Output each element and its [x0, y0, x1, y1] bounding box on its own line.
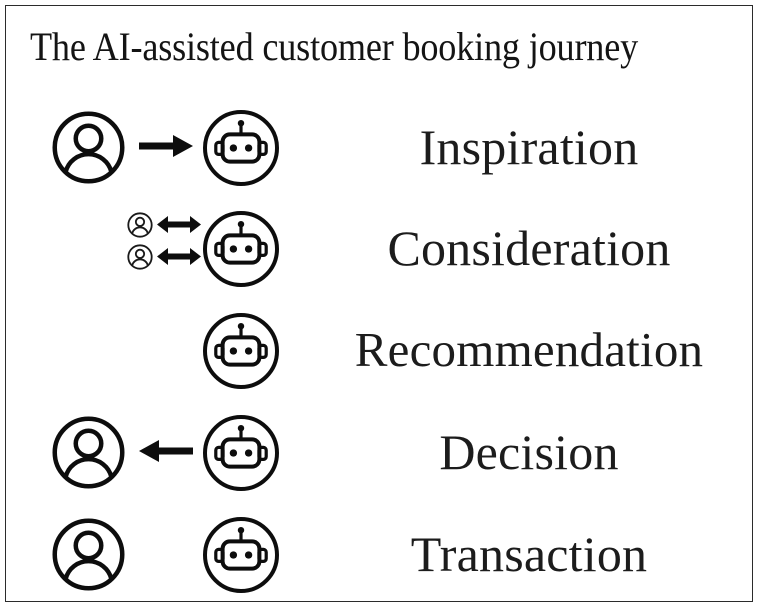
- arrow-left-icon-glyph: [139, 440, 193, 462]
- stage-icon-group: [24, 401, 314, 502]
- person-icon: [51, 517, 126, 592]
- journey-stage-row: Consideration: [6, 197, 752, 298]
- arrow-bidirectional-icon-glyph: [157, 216, 201, 233]
- arrow-left-icon: [137, 433, 195, 469]
- arrow-right-icon-glyph: [139, 135, 193, 157]
- robot-icon-glyph: [203, 313, 279, 389]
- robot-icon-glyph: [203, 415, 279, 491]
- arrow-bidirectional-icon: [157, 243, 201, 271]
- journey-stage-list: Inspiration: [6, 96, 752, 601]
- robot-icon-glyph: [203, 110, 279, 186]
- person-icon: [51, 110, 126, 185]
- robot-icon-glyph: [203, 517, 279, 593]
- stage-label: Recommendation: [354, 321, 704, 377]
- person-icon-glyph: [52, 416, 125, 489]
- robot-icon: [201, 209, 281, 289]
- robot-icon: [201, 413, 281, 493]
- stage-icon-group: [24, 197, 314, 298]
- person-icon-glyph: [127, 244, 153, 270]
- stage-icon-group: [24, 299, 314, 400]
- robot-icon-glyph: [203, 211, 279, 287]
- person-icon-glyph: [52, 111, 125, 184]
- person-icon-small: [127, 244, 153, 270]
- stage-icon-group: [24, 503, 314, 604]
- figure-title: The AI-assisted customer booking journey: [30, 24, 639, 69]
- journey-stage-row: Transaction: [6, 503, 752, 604]
- person-icon: [51, 415, 126, 490]
- stage-label: Transaction: [410, 525, 648, 582]
- arrow-bidirectional-icon: [157, 211, 201, 239]
- robot-icon: [201, 311, 281, 391]
- person-icon-small: [127, 212, 153, 238]
- robot-icon: [201, 108, 281, 188]
- stage-icon-group: [24, 96, 314, 197]
- journey-stage-row: Inspiration: [6, 96, 752, 197]
- stage-label: Inspiration: [419, 118, 639, 175]
- arrow-right-icon: [137, 128, 195, 164]
- person-icon-glyph: [127, 212, 153, 238]
- figure-frame: The AI-assisted customer booking journey: [5, 5, 753, 602]
- journey-stage-row: Decision: [6, 401, 752, 502]
- arrow-bidirectional-icon-glyph: [157, 248, 201, 265]
- stage-label: Decision: [439, 423, 619, 480]
- robot-icon: [201, 515, 281, 595]
- person-icon-glyph: [52, 518, 125, 591]
- stage-label: Consideration: [387, 219, 671, 276]
- journey-stage-row: Recommendation: [6, 299, 752, 400]
